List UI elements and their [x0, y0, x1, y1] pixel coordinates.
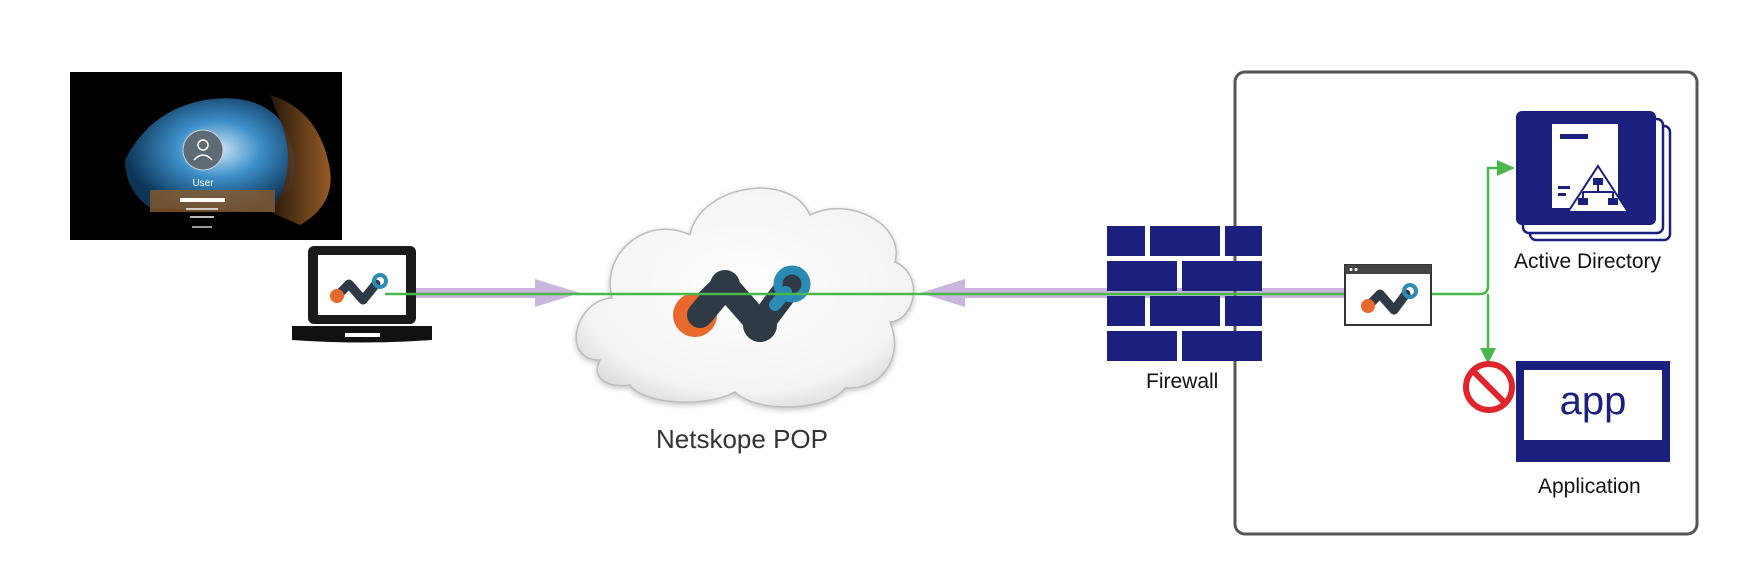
login-user-name: User [192, 178, 214, 189]
application-label: Application [1538, 475, 1641, 498]
firewall-label: Firewall [1146, 370, 1219, 393]
block-icon [1463, 361, 1515, 413]
server-icon [1516, 111, 1672, 242]
login-screen-image: User [70, 72, 342, 240]
arrow-to-app [1480, 348, 1496, 364]
netskope-pop-label: Netskope POP [656, 424, 828, 454]
traffic-flow-line [385, 166, 1500, 350]
active-directory-label: Active Directory [1514, 250, 1662, 273]
app-box-text: app [1560, 379, 1627, 423]
application-icon: app [1516, 361, 1670, 462]
laptop-icon [292, 246, 432, 343]
laptop-netskope-logo-icon [330, 273, 388, 305]
netskope-logo-icon [673, 265, 811, 342]
publisher-icon [1344, 264, 1432, 326]
arrow-to-ad [1497, 160, 1515, 176]
